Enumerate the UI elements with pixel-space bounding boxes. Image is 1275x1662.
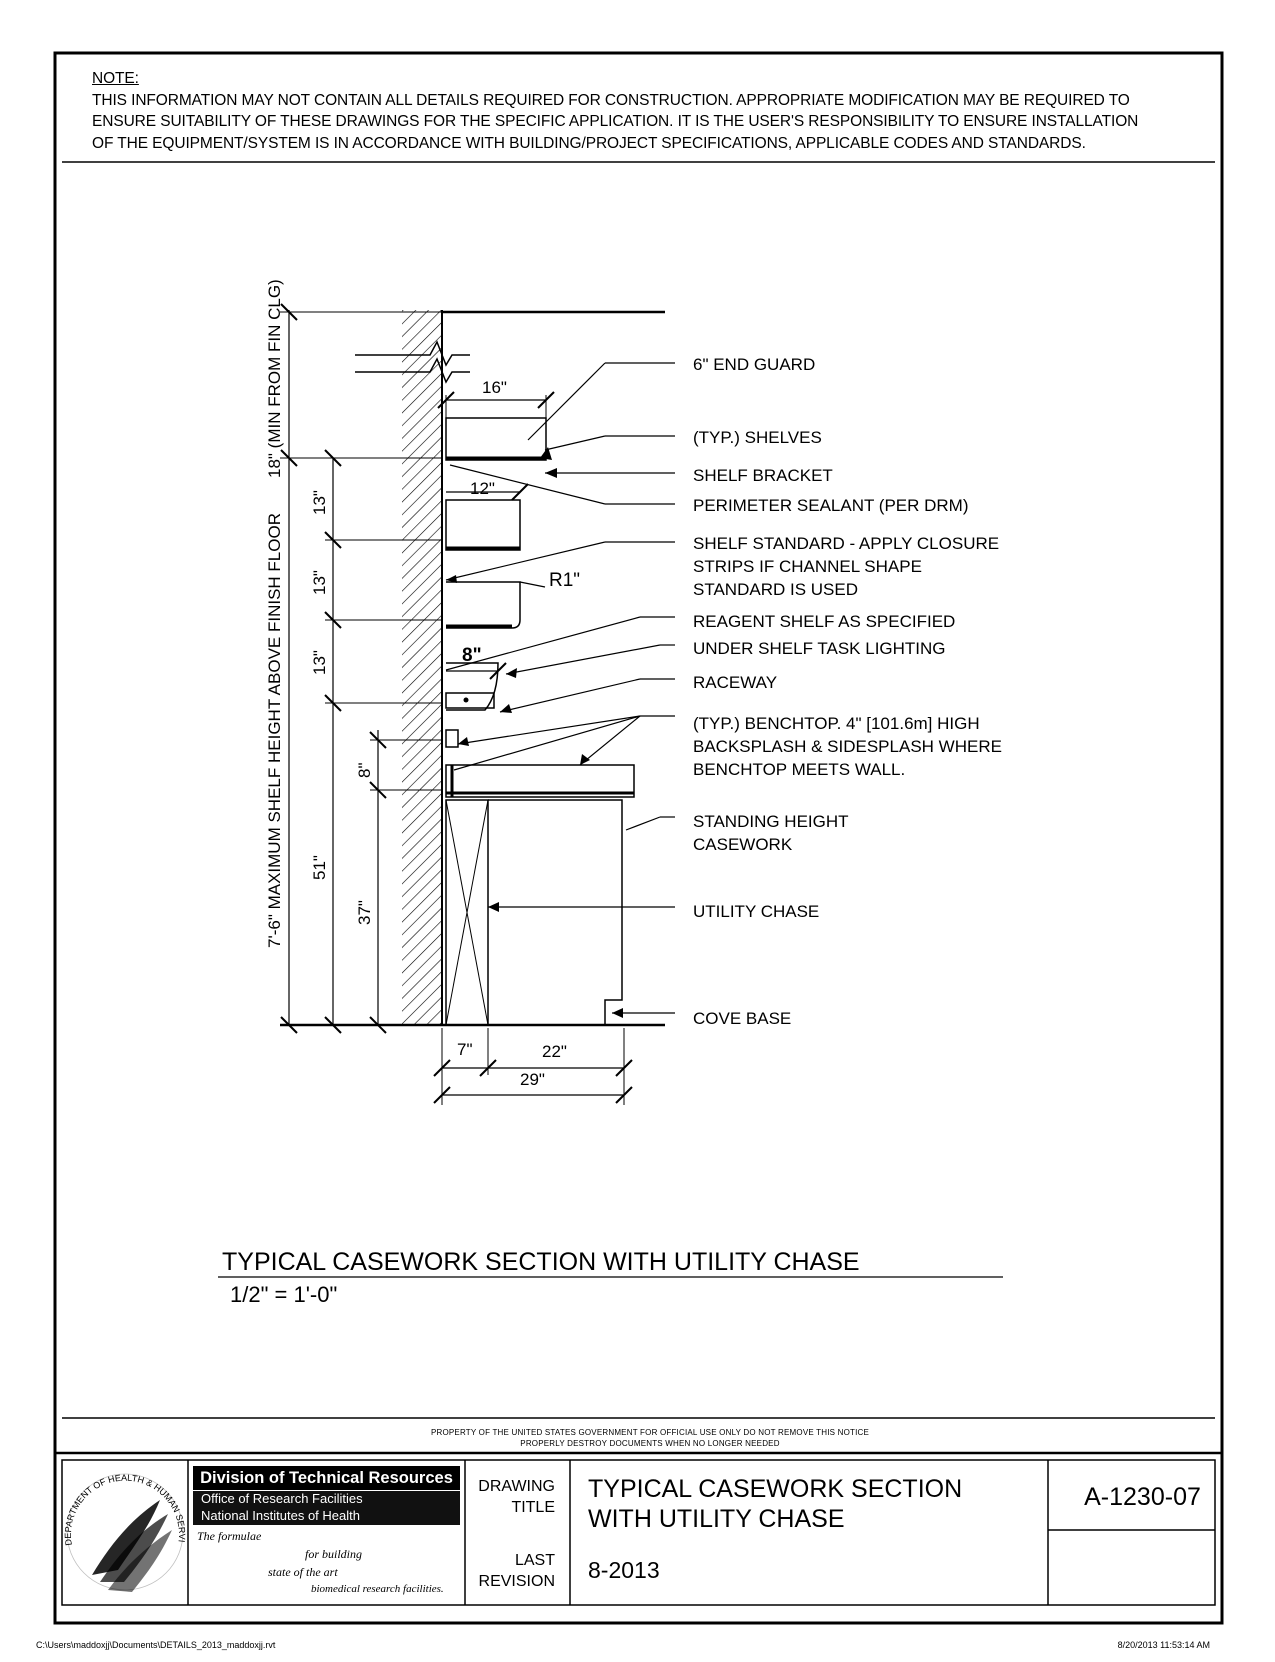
drawing-title-label-1: DRAWING: [478, 1478, 555, 1495]
last-revision-label: LAST REVISION: [470, 1550, 555, 1592]
label-utility-chase: UTILITY CHASE: [693, 902, 819, 921]
org-subtitle: Office of Research Facilities National I…: [193, 1491, 460, 1525]
label-perimeter-sealant: PERIMETER SEALANT (PER DRM): [693, 496, 969, 515]
dim-7: 7": [457, 1040, 473, 1059]
utility-chase-box: [445, 799, 489, 1026]
dim-12: 12": [470, 479, 495, 498]
label-raceway: RACEWAY: [693, 673, 777, 692]
casework-outline: [488, 799, 623, 1025]
label-shelf-standard-3: STANDARD IS USED: [693, 580, 858, 599]
dim-37: 37": [355, 900, 374, 925]
label-benchtop-2: BACKSPLASH & SIDESPLASH WHERE: [693, 737, 1002, 756]
org-sub-line-2: National Institutes of Health: [201, 1507, 360, 1523]
label-shelf-standard-1: SHELF STANDARD - APPLY CLOSURE: [693, 534, 999, 553]
label-cove-base: COVE BASE: [693, 1009, 791, 1028]
label-benchtop-1: (TYP.) BENCHTOP. 4" [101.6m] HIGH: [693, 714, 980, 733]
dim-r1: R1": [549, 570, 580, 591]
property-notice-line-2: PROPERLY DESTROY DOCUMENTS WHEN NO LONGE…: [520, 1439, 780, 1448]
org-sub-line-1: Office of Research Facilities: [201, 1491, 363, 1506]
file-path: C:\Users\maddoxjj\Documents\DETAILS_2013…: [36, 1640, 276, 1650]
note-heading: NOTE:: [92, 70, 139, 87]
label-benchtop-3: BENCHTOP MEETS WALL.: [693, 760, 905, 779]
title-block-frame: [61, 1459, 1216, 1606]
last-revision-label-2: REVISION: [478, 1573, 555, 1590]
title-block-drawing-title: TYPICAL CASEWORK SECTION WITH UTILITY CH…: [588, 1474, 1028, 1534]
seal-text: DEPARTMENT OF HEALTH & HUMAN SERVICES US…: [0, 0, 187, 1546]
drawing-scale: 1/2" = 1'-0": [230, 1282, 337, 1307]
label-end-guard: 6" END GUARD: [693, 355, 815, 374]
tagline-4: biomedical research facilities.: [311, 1583, 444, 1595]
label-shelf-bracket: SHELF BRACKET: [693, 466, 833, 485]
disclaimer-note: NOTE: THIS INFORMATION MAY NOT CONTAIN A…: [92, 68, 1212, 154]
org-name: Division of Technical Resources: [193, 1466, 460, 1490]
dim-13-c: 13": [310, 650, 329, 675]
dim-8-shelf: 8": [462, 645, 482, 666]
title-block-title-line-1: TYPICAL CASEWORK SECTION: [588, 1475, 963, 1503]
dim-13-b: 13": [310, 570, 329, 595]
reagent-shelf: [446, 662, 499, 711]
tagline-1: The formulae: [197, 1529, 262, 1543]
last-revision-label-1: LAST: [514, 1552, 555, 1569]
dim-51: 51": [310, 855, 329, 880]
dim-29: 29": [520, 1070, 545, 1089]
label-casework-2: CASEWORK: [693, 835, 793, 854]
sheet-border: [53, 51, 1224, 1625]
middle-shelf: [445, 499, 521, 551]
dim-22: 22": [542, 1042, 567, 1061]
dim-8-vert: 8": [355, 763, 374, 779]
label-shelf-standard-2: STRIPS IF CHANNEL SHAPE: [693, 557, 922, 576]
top-shelf: [445, 417, 547, 461]
drawing-title-label: DRAWING TITLE: [470, 1476, 555, 1518]
benchtop: [445, 764, 635, 798]
last-revision-value: 8-2013: [588, 1557, 660, 1583]
dim-18-min: 18" (MIN FROM FIN CLG): [265, 279, 284, 478]
drawing-title: TYPICAL CASEWORK SECTION WITH UTILITY CH…: [222, 1248, 860, 1276]
label-shelves: (TYP.) SHELVES: [693, 428, 822, 447]
dim-13-a: 13": [310, 490, 329, 515]
dim-16: 16": [482, 378, 507, 397]
label-casework-1: STANDING HEIGHT: [693, 812, 849, 831]
hhs-seal-icon: DEPARTMENT OF HEALTH & HUMAN SERVICES US…: [0, 0, 187, 1592]
tagline-3: state of the art: [268, 1565, 338, 1579]
sheet-number: A-1230-07: [1084, 1483, 1201, 1511]
property-notice: PROPERTY OF THE UNITED STATES GOVERNMENT…: [300, 1427, 1000, 1449]
lower-shelf: [446, 581, 521, 629]
task-light: [445, 692, 495, 709]
wall-section: [402, 310, 442, 1025]
tagline-2: for building: [305, 1547, 363, 1561]
note-line-1: THIS INFORMATION MAY NOT CONTAIN ALL DET…: [92, 91, 1130, 109]
property-notice-line-1: PROPERTY OF THE UNITED STATES GOVERNMENT…: [430, 1428, 870, 1437]
title-block-title-line-2: WITH UTILITY CHASE: [588, 1505, 845, 1533]
svg-text:DEPARTMENT OF HEALTH & HUMAN S: DEPARTMENT OF HEALTH & HUMAN SERVICES US…: [0, 0, 187, 1546]
label-task-lighting: UNDER SHELF TASK LIGHTING: [693, 639, 946, 658]
print-timestamp: 8/20/2013 11:53:14 AM: [1117, 1640, 1210, 1650]
note-line-2: ENSURE SUITABILITY OF THESE DRAWINGS FOR…: [92, 113, 1139, 130]
dim-7-6-max: 7'-6" MAXIMUM SHELF HEIGHT ABOVE FINISH …: [265, 513, 284, 948]
label-reagent-shelf: REAGENT SHELF AS SPECIFIED: [693, 612, 955, 631]
drawing-title-label-2: TITLE: [511, 1499, 555, 1516]
note-line-3: OF THE EQUIPMENT/SYSTEM IS IN ACCORDANCE…: [92, 134, 1086, 152]
raceway-box: [445, 729, 459, 748]
org-tagline: The formulae for building state of the a…: [193, 1527, 460, 1603]
